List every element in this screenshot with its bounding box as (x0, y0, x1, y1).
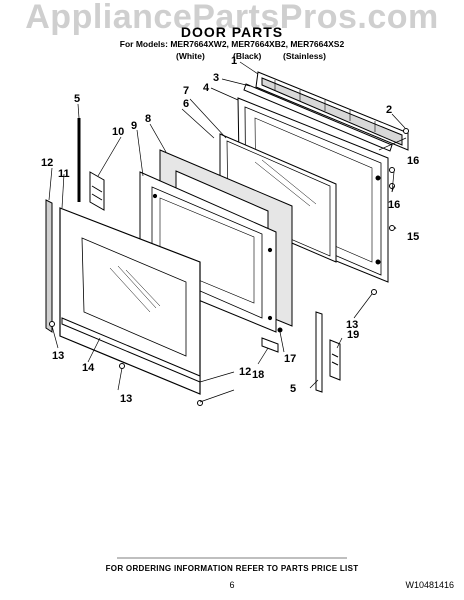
callout-labels: 1 2 3 4 5 5 6 7 8 9 10 11 12 12 13 13 13… (41, 55, 419, 405)
callout-13a: 13 (52, 350, 64, 362)
callout-12a: 12 (41, 157, 53, 169)
side-trim-left-part (45, 199, 53, 333)
page-title: DOOR PARTS (180, 24, 284, 40)
page-number: 6 (229, 580, 235, 590)
callout-10: 10 (112, 126, 124, 138)
callout-3: 3 (213, 72, 219, 84)
strip-part (243, 83, 393, 152)
callout-2: 2 (386, 104, 392, 116)
callout-17: 17 (284, 353, 296, 365)
callout-5b: 5 (290, 383, 296, 395)
callout-14: 14 (82, 362, 95, 374)
leader-lines (48, 61, 407, 403)
variant-black: (Black) (233, 51, 262, 61)
bracket-part (261, 327, 283, 353)
variant-white: (White) (176, 51, 205, 61)
callout-16b: 16 (388, 199, 400, 211)
variant-stainless: (Stainless) (283, 51, 326, 61)
callout-16a: 16 (407, 155, 419, 167)
callout-15: 15 (407, 231, 419, 243)
callout-13b: 13 (120, 393, 132, 405)
callout-11: 11 (58, 168, 70, 180)
hinge-rod-right-part (315, 311, 323, 393)
callout-5a: 5 (74, 93, 80, 105)
model-list: For Models: MER7664XW2, MER7664XB2, MER7… (119, 39, 345, 49)
hinge-left-part (89, 171, 105, 211)
document-number: W10481416 (405, 580, 454, 590)
vent-trim-part (255, 71, 409, 151)
ordering-note: FOR ORDERING INFORMATION REFER TO PARTS … (105, 564, 359, 573)
callout-4: 4 (203, 82, 210, 94)
callout-8: 8 (145, 113, 151, 125)
inner-door-frame-part (139, 171, 277, 333)
callout-13c: 13 (346, 319, 358, 331)
callout-1: 1 (231, 55, 237, 67)
callout-19: 19 (347, 329, 359, 341)
hinge-right-part (329, 339, 341, 381)
callout-9: 9 (131, 120, 137, 132)
window-frame-part (219, 133, 337, 263)
callout-18: 18 (252, 369, 264, 381)
callout-7: 7 (183, 85, 189, 97)
callout-12b: 12 (239, 366, 251, 378)
callout-6: 6 (183, 98, 189, 110)
